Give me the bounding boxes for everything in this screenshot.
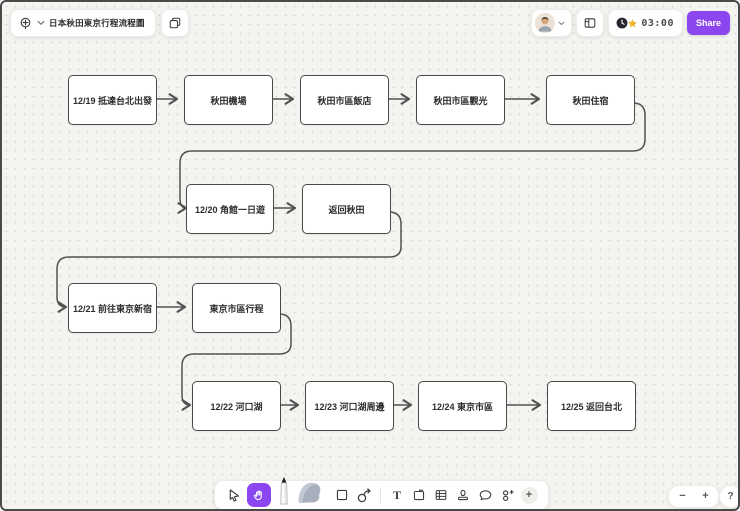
header-right: 03:00 Share — [531, 9, 730, 37]
node-label: 東京市區行程 — [209, 303, 264, 314]
flow-node[interactable]: 12/19 抵達台北出發 — [68, 75, 157, 125]
square-shape-icon — [335, 488, 349, 502]
text-tool-icon: T — [392, 487, 401, 502]
flow-node[interactable]: 秋田市區飯店 — [300, 75, 389, 125]
plus-icon: + — [520, 486, 538, 504]
flow-node[interactable]: 12/20 角館一日遊 — [186, 184, 274, 234]
table-icon — [434, 488, 448, 502]
marker-tool[interactable] — [273, 476, 295, 509]
eraser-tool[interactable] — [295, 481, 325, 509]
hand-tool[interactable] — [247, 483, 271, 507]
node-label: 12/22 河口湖 — [210, 401, 263, 412]
node-label: 秋田機場 — [210, 95, 247, 106]
table-tool[interactable] — [430, 481, 452, 509]
duplicate-icon — [168, 16, 182, 30]
widgets-icon — [500, 488, 515, 503]
text-tool[interactable]: T — [386, 481, 408, 509]
flow-node[interactable]: 12/21 前往東京新宿 — [68, 283, 157, 333]
zoom-controls: − + — [668, 485, 720, 508]
more-tools-button[interactable]: + — [518, 481, 540, 509]
shape-tool[interactable] — [331, 481, 353, 509]
speech-bubble-icon — [478, 488, 493, 502]
comment-tool[interactable] — [474, 481, 496, 509]
node-label: 12/20 角館一日遊 — [194, 204, 266, 215]
timer-clock-icon — [615, 16, 629, 30]
chevron-down-icon — [558, 21, 565, 26]
node-label: 秋田住宿 — [572, 95, 609, 106]
flow-node[interactable]: 12/25 返回台北 — [547, 381, 636, 431]
flow-node[interactable]: 東京市區行程 — [192, 283, 281, 333]
stamp-tool[interactable] — [452, 481, 474, 509]
elbow-n7-n8 — [56, 211, 402, 313]
node-label: 返回秋田 — [328, 204, 365, 215]
select-tool[interactable] — [223, 481, 245, 509]
flow-node[interactable]: 秋田市區觀光 — [416, 75, 505, 125]
node-label: 秋田市區觀光 — [433, 95, 488, 106]
node-label: 12/23 河口湖周邊 — [314, 401, 385, 412]
avatar — [535, 13, 556, 33]
hand-icon — [252, 488, 266, 502]
open-in-editor-button[interactable] — [576, 9, 605, 37]
duplicate-button[interactable] — [160, 9, 189, 37]
sticky-note-icon — [412, 488, 426, 502]
file-menu[interactable]: 日本秋田東京行程流程圖 — [10, 9, 156, 37]
widgets-tool[interactable] — [496, 481, 518, 509]
connector-tool[interactable] — [353, 481, 375, 509]
chevron-down-icon — [37, 20, 45, 26]
app-logo-icon — [18, 16, 33, 31]
elbow-n9-n10 — [181, 313, 292, 411]
sticky-note-tool[interactable] — [408, 481, 430, 509]
timer-star-icon — [627, 18, 638, 29]
connector-arrow-icon — [356, 487, 372, 503]
flow-node[interactable]: 12/24 東京市區 — [418, 381, 507, 431]
flow-node[interactable]: 秋田住宿 — [546, 75, 635, 125]
account-menu[interactable] — [531, 9, 573, 37]
flow-node[interactable]: 12/22 河口湖 — [192, 381, 281, 431]
zoom-out-button[interactable]: − — [679, 490, 686, 502]
cursor-icon — [227, 488, 242, 503]
board-title[interactable]: 日本秋田東京行程流程圖 — [49, 18, 145, 28]
node-label: 12/19 抵達台北出發 — [72, 95, 153, 106]
share-button[interactable]: Share — [686, 11, 730, 35]
zoom-in-button[interactable]: + — [702, 490, 709, 502]
bottom-toolbar: T — [214, 476, 549, 509]
toolbar-divider — [380, 487, 381, 503]
eraser-icon — [296, 482, 324, 504]
window-layout-icon — [583, 16, 597, 30]
help-button[interactable]: ? — [719, 485, 738, 508]
node-label: 12/21 前往東京新宿 — [72, 303, 153, 314]
marker-pen-icon — [276, 476, 292, 506]
node-label: 12/25 返回台北 — [560, 401, 623, 412]
elbow-n5-n6 — [177, 102, 646, 214]
node-label: 秋田市區飯店 — [317, 95, 372, 106]
header-left: 日本秋田東京行程流程圖 — [10, 9, 189, 37]
timer-widget[interactable]: 03:00 — [608, 9, 683, 37]
flow-node[interactable]: 秋田機場 — [184, 75, 273, 125]
node-label: 12/24 東京市區 — [431, 401, 494, 412]
flow-node[interactable]: 12/23 河口湖周邊 — [305, 381, 394, 431]
timer-value: 03:00 — [641, 17, 674, 29]
stamp-icon — [456, 488, 470, 502]
flow-node[interactable]: 返回秋田 — [302, 184, 391, 234]
